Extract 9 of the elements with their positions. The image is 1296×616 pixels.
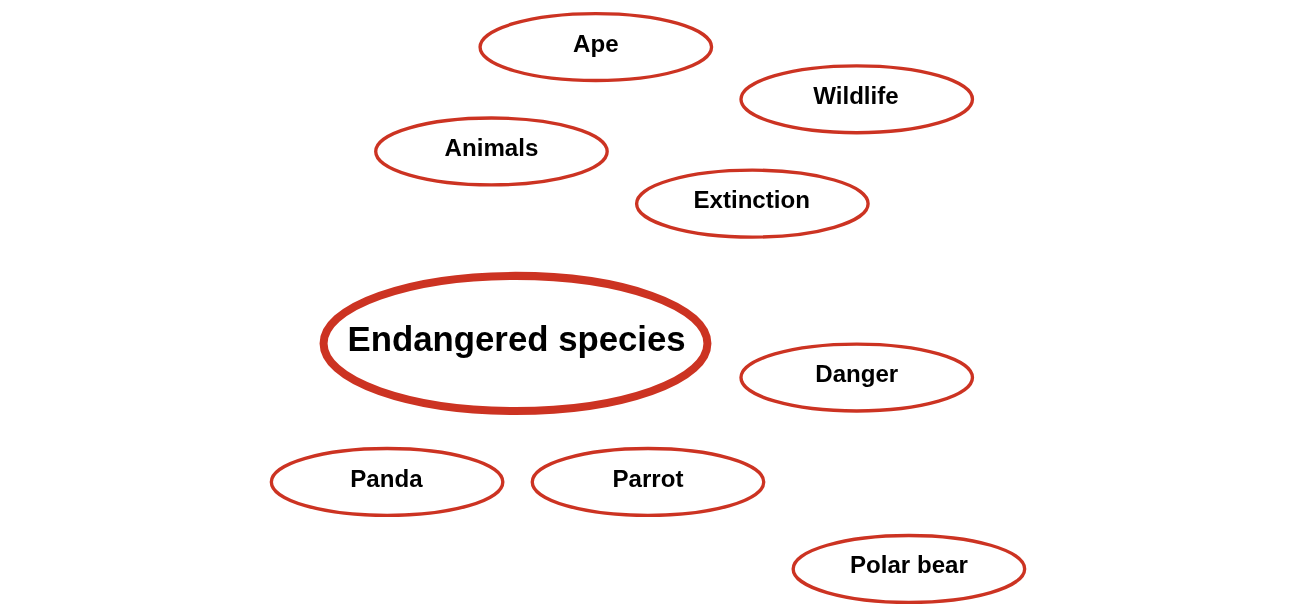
node-ellipse: Panda — [269, 446, 505, 518]
node-ellipse: Ape — [478, 11, 714, 83]
node-ellipse: Extinction — [634, 168, 870, 239]
node-ellipse: Animals — [374, 116, 609, 187]
node-ellipse: Polar bear — [791, 533, 1027, 605]
node-ellipse: Endangered species — [319, 271, 712, 416]
node-ellipse: Danger — [739, 342, 975, 413]
node-ellipse: Wildlife — [739, 64, 975, 135]
node-ellipse: Parrot — [530, 446, 766, 518]
